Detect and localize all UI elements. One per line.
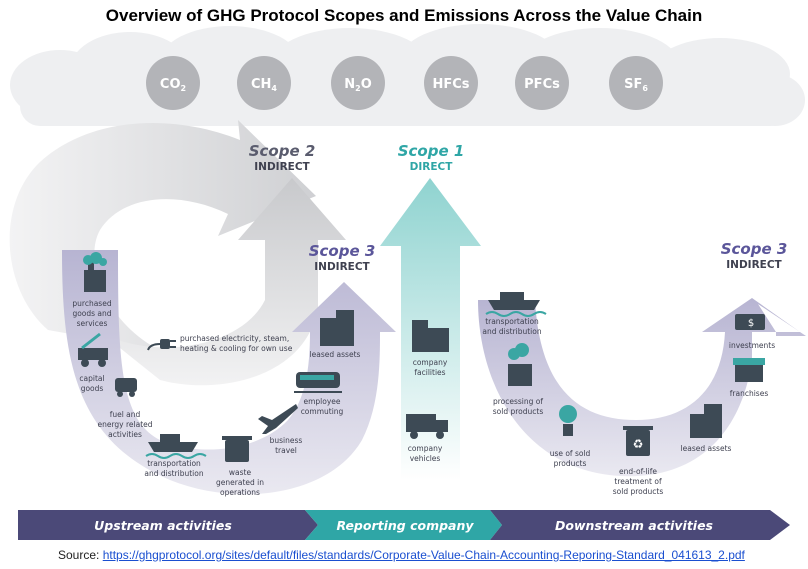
cloud-band <box>10 24 805 126</box>
building-icon <box>320 310 354 346</box>
activity-band <box>18 510 790 540</box>
gas-label-0: CO2 <box>160 77 186 93</box>
label-business-travel-line-0: business <box>270 436 303 445</box>
label-company-vehicles-line-1: vehicles <box>410 454 441 463</box>
gas-label-5: SF6 <box>624 77 648 93</box>
svg-text:$: $ <box>748 318 754 329</box>
scope2-subtitle: INDIRECT <box>254 161 310 173</box>
label-end-of-life-line-0: end-of-life <box>619 467 657 476</box>
scope2-title: Scope 2 <box>249 142 316 160</box>
gas-circle-4 <box>515 56 569 110</box>
gas-circle-0 <box>146 56 200 110</box>
money-icon: $ <box>735 314 765 330</box>
plane-icon <box>258 404 298 434</box>
fuel-cart-icon <box>115 378 137 397</box>
scope2-arrow-inner <box>100 178 346 386</box>
band-downstream: Downstream activities <box>555 518 713 533</box>
scope3-downstream-title: Scope 3 <box>721 240 788 258</box>
gas-circle-3 <box>424 56 478 110</box>
downstream-building-icon <box>690 404 722 438</box>
label-franchises-line-0: franchises <box>730 389 769 398</box>
label-use-of-products-line-1: products <box>554 459 587 468</box>
label-processing-line-1: sold products <box>493 407 544 416</box>
diagram-title: Overview of GHG Protocol Scopes and Emis… <box>105 6 703 25</box>
label-waste-line-1: generated in <box>216 478 264 487</box>
label-end-of-life-line-1: treatment of <box>614 477 662 486</box>
factory-icon <box>83 252 107 292</box>
scope3-upstream-arrow <box>62 250 396 495</box>
source-prefix: Source: <box>58 548 100 562</box>
gas-label-3: HFCs <box>432 77 469 92</box>
label-business-travel-line-1: travel <box>275 446 297 455</box>
label-employee-commuting-line-0: employee <box>303 397 340 406</box>
label-upstream-transport-line-0: transportation <box>147 459 201 468</box>
scope3-upstream-subtitle: INDIRECT <box>314 261 370 273</box>
scope3-downstream-arrow <box>478 298 806 477</box>
label-investments-line-0: investments <box>729 341 775 350</box>
scope1-subtitle: DIRECT <box>410 161 454 173</box>
train-icon <box>294 372 342 393</box>
downstream-ship-icon <box>485 292 547 317</box>
processing-factory-icon <box>508 343 532 386</box>
gas-circles: CO2 CH4 N2O HFCs PFCs SF6 <box>146 56 663 110</box>
label-processing-line-0: processing of <box>493 397 543 406</box>
label-company-facilities-line-0: company <box>413 358 448 367</box>
label-downstream-leased-line-0: leased assets <box>681 444 732 453</box>
label-end-of-life-line-2: sold products <box>613 487 664 496</box>
band-reporting: Reporting company <box>336 518 474 533</box>
truck-icon <box>406 414 448 439</box>
label-company-vehicles-line-0: company <box>408 444 443 453</box>
recycle-bin-icon: ♻ <box>623 426 653 456</box>
svg-text:♻: ♻ <box>633 437 644 451</box>
gas-label-2: N2O <box>344 77 372 93</box>
source-line: Source: https://ghgprotocol.org/sites/de… <box>58 548 745 562</box>
gas-circle-1 <box>237 56 291 110</box>
band-upstream: Upstream activities <box>94 518 232 533</box>
gas-label-4: PFCs <box>524 77 560 92</box>
source-link[interactable]: https://ghgprotocol.org/sites/default/fi… <box>102 548 745 562</box>
label-waste-line-0: waste <box>229 468 252 477</box>
label-capital-goods-line-1: goods <box>81 384 104 393</box>
label-downstream-transport-line-0: transportation <box>485 317 539 326</box>
label-purchased-goods-line-2: services <box>77 319 108 328</box>
label-use-of-products-line-0: use of sold <box>550 449 591 458</box>
company-building-icon <box>412 320 449 352</box>
scope3-downstream-subtitle: INDIRECT <box>726 259 782 271</box>
label-waste-line-2: operations <box>220 488 260 497</box>
label-downstream-transport-line-1: and distribution <box>482 327 541 336</box>
ship-icon <box>145 434 207 459</box>
label-company-facilities-line-1: facilities <box>414 368 445 377</box>
scope1-title: Scope 1 <box>398 142 465 160</box>
label-purchased-goods-line-0: purchased <box>72 299 111 308</box>
label-upstream-transport-line-1: and distribution <box>144 469 203 478</box>
label-capital-goods-line-0: capital <box>79 374 104 383</box>
label-purchased-goods-line-1: goods and <box>72 309 111 318</box>
store-icon <box>733 358 765 382</box>
label-electricity-line-0: purchased electricity, steam, <box>180 334 289 343</box>
label-employee-commuting-line-1: commuting <box>301 407 344 416</box>
label-fuel-line-0: fuel and <box>110 410 141 419</box>
label-fuel-line-1: energy related <box>97 420 152 429</box>
label-electricity-line-1: heating & cooling for own use <box>180 344 293 353</box>
scope3-upstream-title: Scope 3 <box>309 242 376 260</box>
label-upstream-leased-line-0: leased assets <box>310 350 361 359</box>
gas-circle-5 <box>609 56 663 110</box>
crane-truck-icon <box>78 332 108 367</box>
gas-circle-2 <box>331 56 385 110</box>
label-fuel-line-2: activities <box>108 430 142 439</box>
gas-label-1: CH4 <box>251 77 277 93</box>
waste-bin-icon <box>222 436 252 462</box>
lightbulb-icon <box>559 405 577 436</box>
plug-icon <box>147 339 176 351</box>
